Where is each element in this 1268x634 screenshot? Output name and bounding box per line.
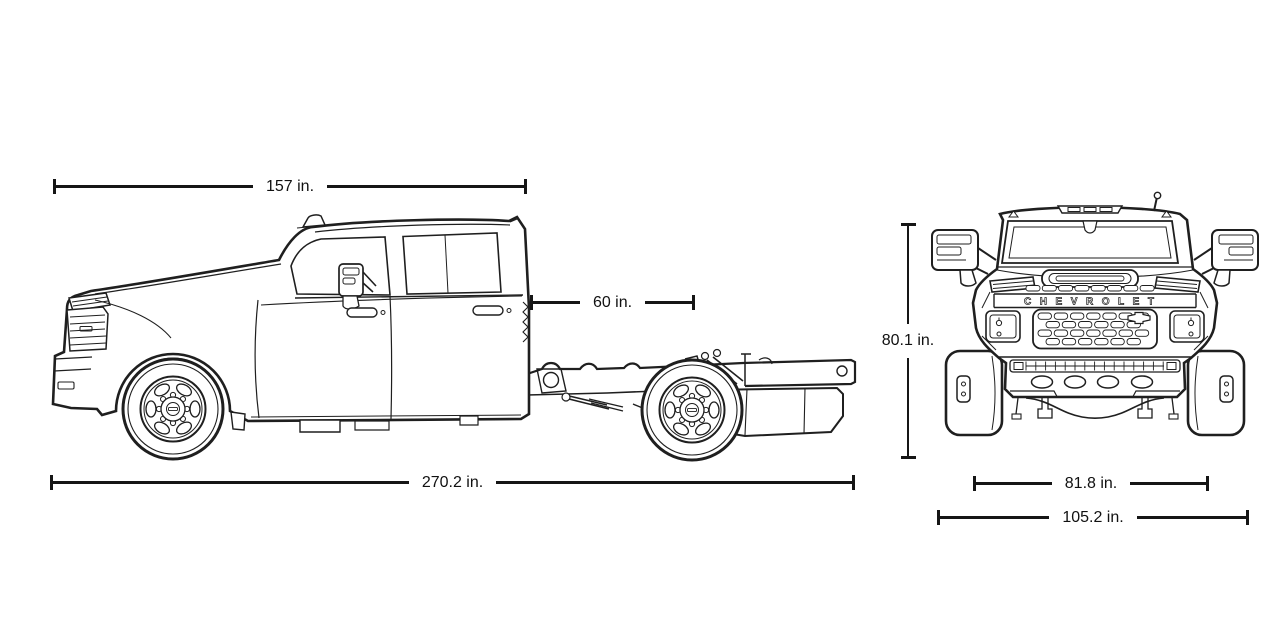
side-view-drawing xyxy=(51,214,857,462)
dimension-tick xyxy=(53,179,56,194)
dimension-overall-height-label: 80.1 in. xyxy=(881,332,935,349)
dimension-tick xyxy=(900,223,916,226)
dimension-tick xyxy=(50,475,53,490)
dimension-overall-width: 105.2 in. xyxy=(937,508,1250,526)
dimension-tick xyxy=(900,456,916,459)
dimension-body-width: 81.8 in. xyxy=(973,474,1210,492)
dimension-cab-to-axle-label: 60 in. xyxy=(592,293,633,311)
dimension-cab-to-axle: 60 in. xyxy=(530,293,696,311)
dimension-cab-length: 157 in. xyxy=(53,177,528,195)
grille-brand-text: CHEVROLET xyxy=(1024,297,1156,308)
dimension-body-width-label: 81.8 in. xyxy=(1064,474,1118,492)
dimension-overall-width-label: 105.2 in. xyxy=(1062,508,1124,526)
rear-wheel xyxy=(640,358,744,462)
dimension-tick xyxy=(937,510,940,525)
dimension-tick xyxy=(852,475,856,490)
dimension-cab-length-label: 157 in. xyxy=(265,177,315,195)
dimension-tick xyxy=(1246,510,1250,525)
side-body-details xyxy=(53,214,529,420)
front-body-details: CHEVROLET xyxy=(981,191,1209,398)
dimension-tick xyxy=(973,476,976,491)
dimension-tick xyxy=(692,295,696,310)
front-wheel xyxy=(121,357,225,461)
dimension-overall-length: 270.2 in. xyxy=(50,473,856,491)
underbody-components xyxy=(230,411,522,433)
upper-grille-mesh xyxy=(1025,285,1155,292)
dimension-tick xyxy=(524,179,528,194)
bowtie-emblem xyxy=(1127,311,1151,325)
dimension-overall-height: 80.1 in. xyxy=(878,223,938,459)
dimension-tick xyxy=(530,295,533,310)
dimension-tick xyxy=(1206,476,1210,491)
front-axle-assembly xyxy=(1011,397,1179,420)
front-view-drawing: CHEVROLET xyxy=(931,191,1259,437)
dimension-overall-length-label: 270.2 in. xyxy=(421,473,484,491)
